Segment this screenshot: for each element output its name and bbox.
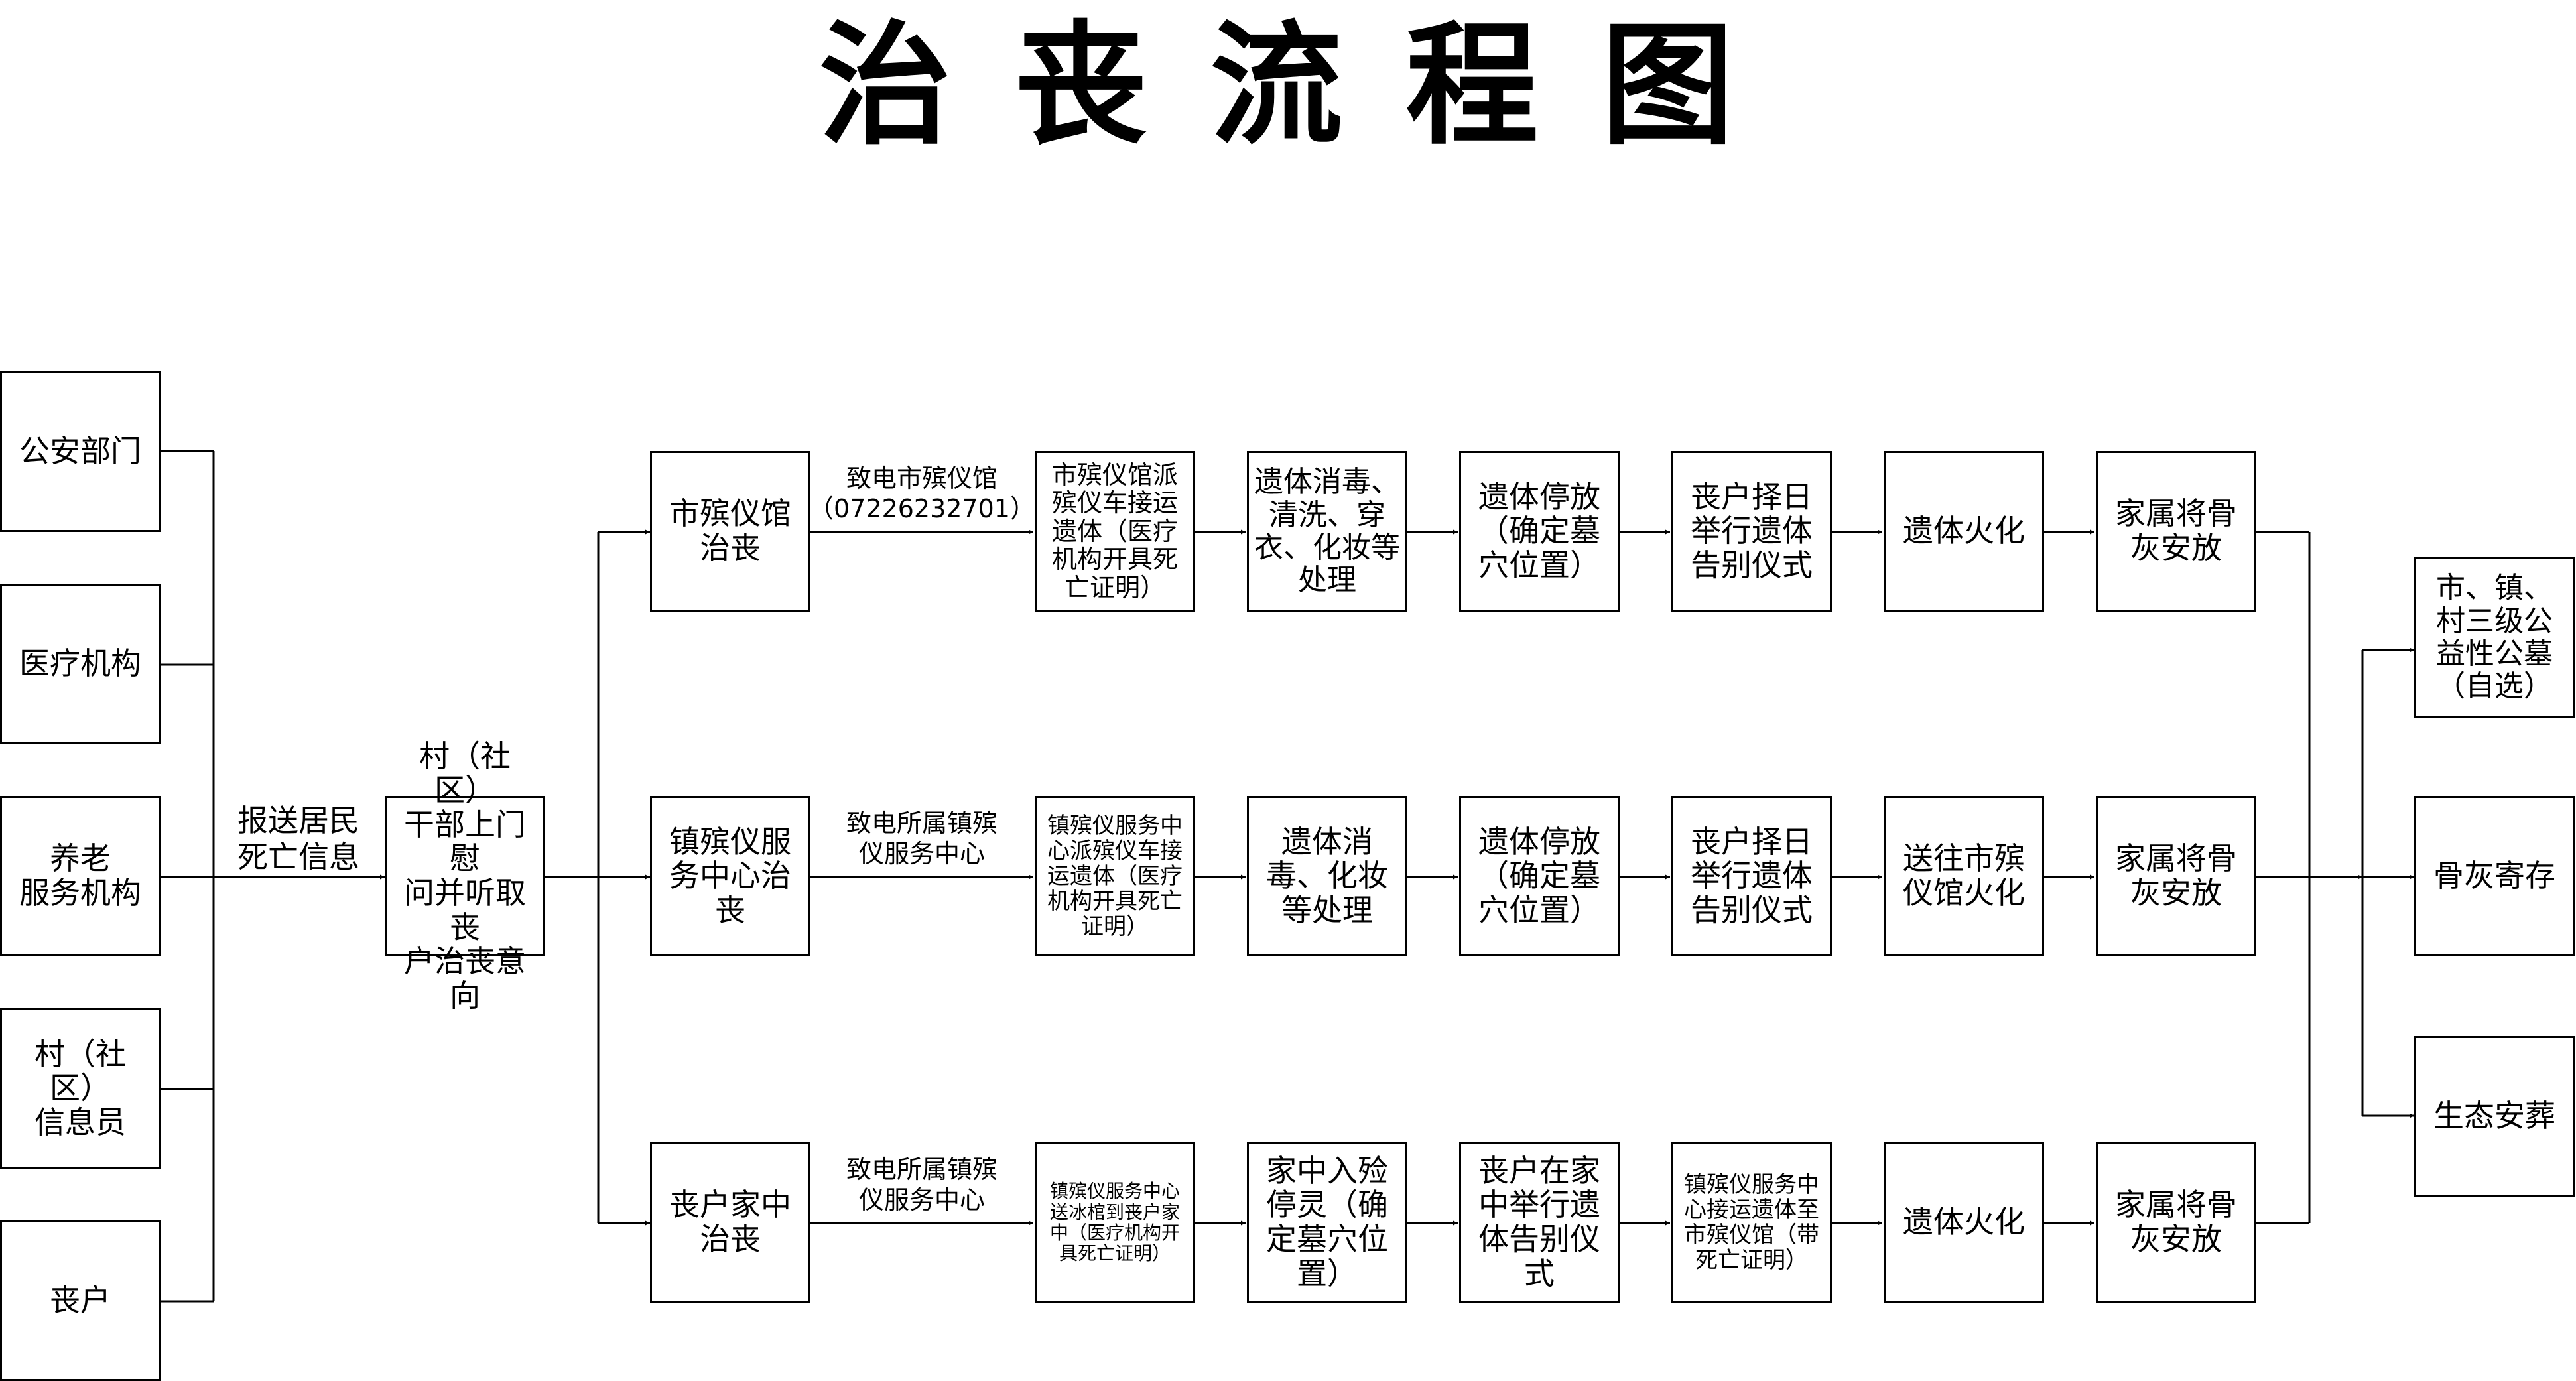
row2-step-5: 送往市殡 仪馆火化 [1884, 796, 2044, 956]
outcome-ash-storage: 骨灰寄存 [2414, 796, 2575, 956]
report-label: 报送居民 死亡信息 [237, 802, 359, 875]
row3-step-1: 镇殡仪服务中心 送冰棺到丧户家 中（医疗机构开 具死亡证明） [1035, 1142, 1195, 1303]
row1-step-6: 家属将骨 灰安放 [2096, 451, 2256, 612]
row2-step-3: 遗体停放 （确定墓 穴位置） [1459, 796, 1620, 956]
row1-step-3: 遗体停放 （确定墓 穴位置） [1459, 451, 1620, 612]
row3-step-2: 家中入殓 停灵（确 定墓穴位 置） [1247, 1142, 1407, 1303]
source-bereaved-family: 丧户 [0, 1220, 161, 1381]
outcome-eco-burial: 生态安葬 [2414, 1036, 2575, 1197]
source-elderly-care: 养老 服务机构 [0, 796, 161, 956]
row1-step-2: 遗体消毒、 清洗、穿 衣、化妆等 处理 [1247, 451, 1407, 612]
village-visit-box: 村（社区） 干部上门慰 问并听取丧 户治丧意向 [385, 739, 545, 1012]
row1-start: 市殡仪馆 治丧 [650, 451, 810, 612]
row1-step-4: 丧户择日 举行遗体 告别仪式 [1671, 451, 1832, 612]
row2-step-4: 丧户择日 举行遗体 告别仪式 [1671, 796, 1832, 956]
outcome-public-cemetery: 市、镇、 村三级公 益性公墓 （自选） [2414, 557, 2575, 718]
row2-start: 镇殡仪服 务中心治 丧 [650, 796, 810, 956]
row1-step-1: 市殡仪馆派 殡仪车接运 遗体（医疗 机构开具死 亡证明） [1035, 451, 1195, 612]
page-title: 治丧流程图 [818, 9, 1797, 163]
row3-call-label: 致电所属镇殡 仪服务中心 [846, 1155, 998, 1215]
row2-call-label: 致电所属镇殡 仪服务中心 [846, 809, 998, 868]
source-village-informant: 村（社区） 信息员 [0, 1008, 161, 1169]
row2-step-6: 家属将骨 灰安放 [2096, 796, 2256, 956]
row2-step-2: 遗体消 毒、化妆 等处理 [1247, 796, 1407, 956]
row3-step-6: 家属将骨 灰安放 [2096, 1142, 2256, 1303]
row3-start: 丧户家中 治丧 [650, 1142, 810, 1303]
row1-step-5: 遗体火化 [1884, 451, 2044, 612]
row3-step-5: 遗体火化 [1884, 1142, 2044, 1303]
row3-step-4: 镇殡仪服务中 心接运遗体至 市殡仪馆（带 死亡证明） [1671, 1142, 1832, 1303]
row1-call-label: 致电市殡仪馆 （07226232701） [808, 464, 1035, 523]
source-police: 公安部门 [0, 371, 161, 532]
row2-step-1: 镇殡仪服务中 心派殡仪车接 运遗体（医疗 机构开具死亡 证明） [1035, 796, 1195, 956]
source-medical: 医疗机构 [0, 584, 161, 744]
row3-step-3: 丧户在家 中举行遗 体告别仪 式 [1459, 1142, 1620, 1303]
